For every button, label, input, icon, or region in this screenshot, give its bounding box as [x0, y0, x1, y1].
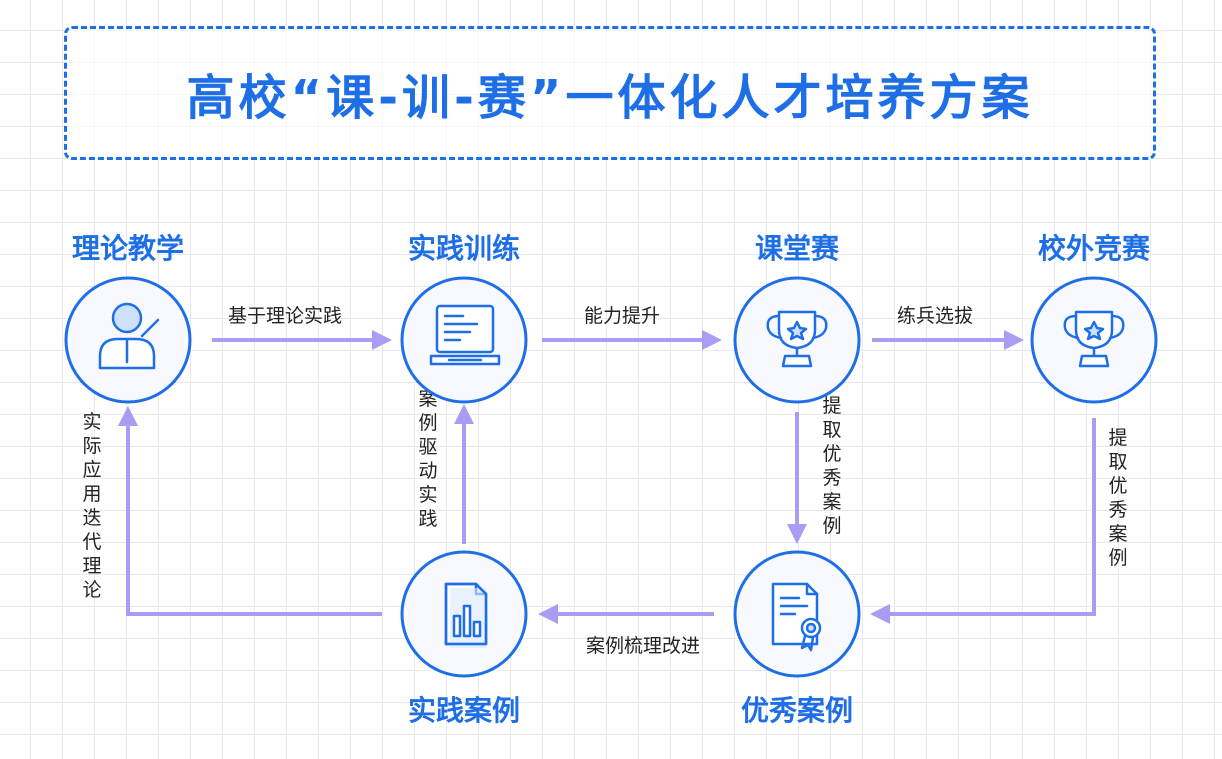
node-practice: 实践训练	[400, 232, 528, 404]
report-chart-icon	[444, 582, 488, 648]
arrow-external-to-excellent	[870, 418, 1096, 624]
page-title: 高校“课-训-赛”一体化人才培养方案	[186, 70, 1034, 126]
node-label-practice: 实践训练	[408, 232, 520, 265]
edge-label-excellent-to-practice-cases: 案例梳理改进	[586, 635, 700, 657]
edge-label-practice-to-class: 能力提升	[584, 305, 660, 327]
node-practice-cases: 实践案例	[400, 550, 528, 727]
edge-label-class-to-external: 练兵选拔	[897, 305, 973, 327]
edge-label-practice-cases-to-theory: 实际应用迭代理论	[82, 411, 101, 601]
node-excellent-cases: 优秀案例	[733, 550, 861, 727]
node-theory: 理论教学	[64, 232, 192, 404]
node-label-theory: 理论教学	[72, 232, 184, 265]
arrow-practice-cases-to-theory	[118, 406, 382, 616]
arrows	[118, 330, 1096, 624]
edge-label-practice-cases-to-practice: 案例驱动实践	[418, 388, 437, 530]
title-box: 高校“课-训-赛”一体化人才培养方案	[64, 26, 1156, 160]
node-label-class-contest: 课堂赛	[755, 232, 840, 265]
edge-label-class-to-excellent: 提取优秀案例	[822, 395, 841, 537]
certificate-icon	[771, 582, 822, 652]
node-external-contest: 校外竞赛	[1030, 232, 1158, 404]
teacher-icon	[98, 302, 160, 370]
node-class-contest: 课堂赛	[733, 232, 861, 404]
trophy-icon	[766, 310, 828, 368]
edge-label-theory-to-practice: 基于理论实践	[228, 305, 342, 327]
edge-label-external-to-excellent: 提取优秀案例	[1108, 427, 1127, 569]
node-label-excellent-cases: 优秀案例	[741, 694, 853, 727]
trophy-icon	[1063, 310, 1125, 368]
laptop-code-icon	[429, 304, 501, 366]
node-label-practice-cases: 实践案例	[408, 694, 520, 727]
node-label-external-contest: 校外竞赛	[1038, 232, 1151, 265]
